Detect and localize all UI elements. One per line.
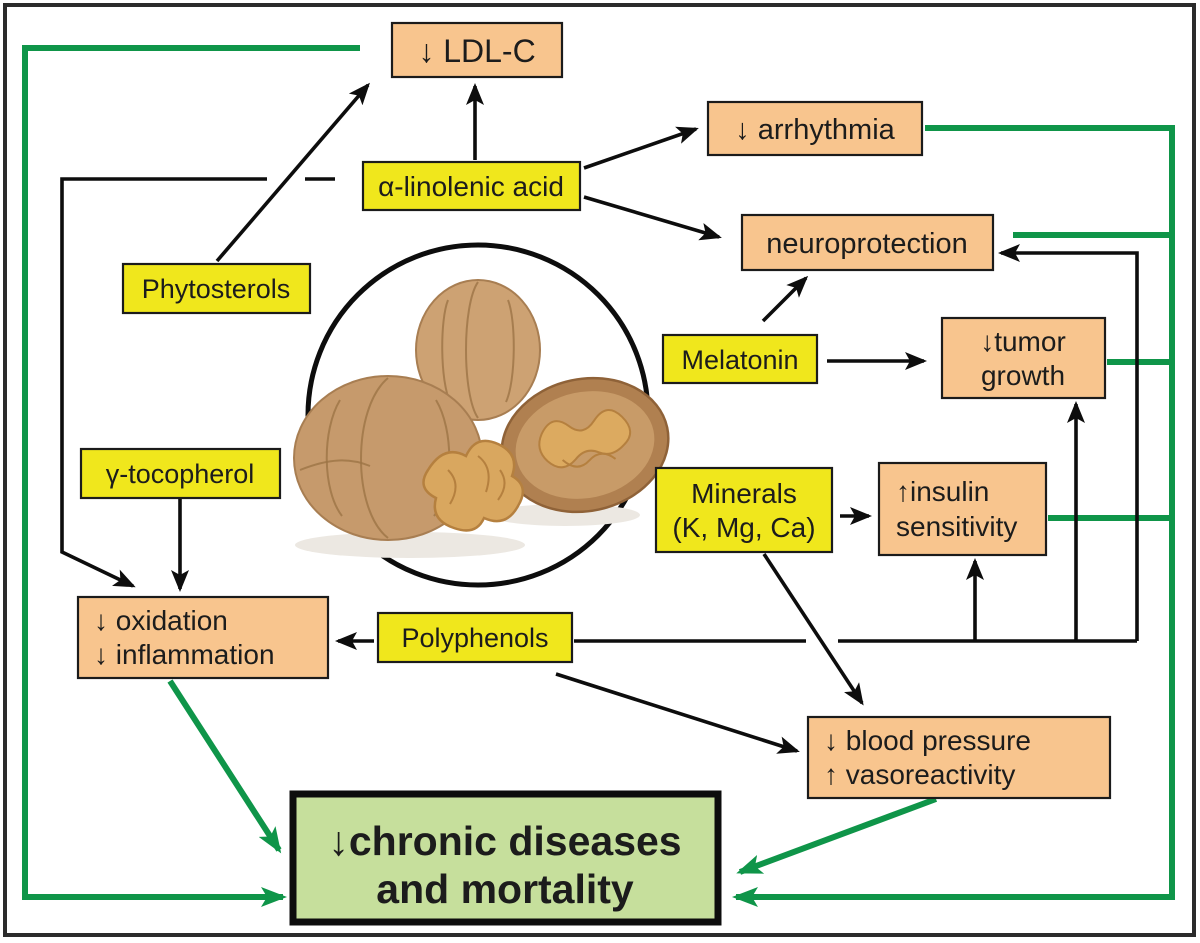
chronic-line1: ↓chronic diseases [328,818,681,864]
arrow-ala-to-neuroprotection [583,195,722,241]
node-arrhythmia: ↓ arrhythmia [706,100,924,157]
arrow-minerals-to-bloodpressure [762,553,864,706]
node-polyphenols: Polyphenols [376,611,574,664]
arrow-phytosterols-to-ldlc [215,82,370,263]
arrow-ala-to-arrhythmia [583,126,699,170]
chronic-line2: and mortality [376,866,634,912]
arrow-polyphenols-to-bloodpressure [555,672,800,754]
oxidation-line1: ↓ oxidation [94,605,228,636]
phytosterols-label: Phytosterols [142,274,291,304]
link-ldlc-to-chronic [22,45,360,907]
black-connectors [60,82,1139,754]
node-chronic-diseases: ↓chronic diseases and mortality [289,790,722,926]
tumor-growth-line2: growth [981,360,1065,391]
tumor-growth-line1: ↓tumor [980,326,1066,357]
node-gamma-tocopherol: γ-tocopherol [79,447,282,500]
node-neuroprotection: neuroprotection [740,213,995,272]
insulin-line1: ↑insulin [896,476,989,507]
walnuts-image [293,242,670,588]
node-oxidation-inflammation: ↓ oxidation ↓ inflammation [76,595,330,680]
blood-pressure-line1: ↓ blood pressure [824,725,1031,756]
insulin-line2: sensitivity [896,511,1017,542]
green-connectors [22,45,1175,907]
node-insulin-sensitivity: ↑insulin sensitivity [877,461,1048,557]
neuroprotection-label: neuroprotection [766,228,968,260]
arrow-melatonin-to-neuroprotection [761,275,809,323]
node-ldl-c: ↓ LDL-C [390,21,564,79]
link-arrhythmia-to-chronic [732,125,1175,907]
arrow-polyphenols-to-neuroprotection [998,244,1139,641]
minerals-line2: (K, Mg, Ca) [672,512,815,543]
node-phytosterols: Phytosterols [121,262,312,315]
minerals-line1: Minerals [691,478,797,509]
ala-label: α-linolenic acid [378,171,564,202]
blood-pressure-line2: ↑ vasoreactivity [824,759,1015,790]
arrhythmia-label: ↓ arrhythmia [735,114,895,146]
ldl-c-label: ↓ LDL-C [418,33,535,69]
arrow-ala-to-oxidation [60,177,267,588]
node-blood-pressure: ↓ blood pressure ↑ vasoreactivity [806,715,1112,800]
polyphenols-label: Polyphenols [401,623,548,653]
node-minerals: Minerals (K, Mg, Ca) [654,466,834,554]
node-alpha-linolenic-acid: α-linolenic acid [361,160,582,212]
node-tumor-growth: ↓tumor growth [940,316,1107,400]
melatonin-label: Melatonin [681,345,798,375]
link-bloodpressure-to-chronic [736,796,938,875]
oxidation-line2: ↓ inflammation [94,639,275,670]
gamma-tocopherol-label: γ-tocopherol [106,459,255,489]
link-oxidation-to-chronic [167,679,282,854]
node-melatonin: Melatonin [661,333,819,385]
